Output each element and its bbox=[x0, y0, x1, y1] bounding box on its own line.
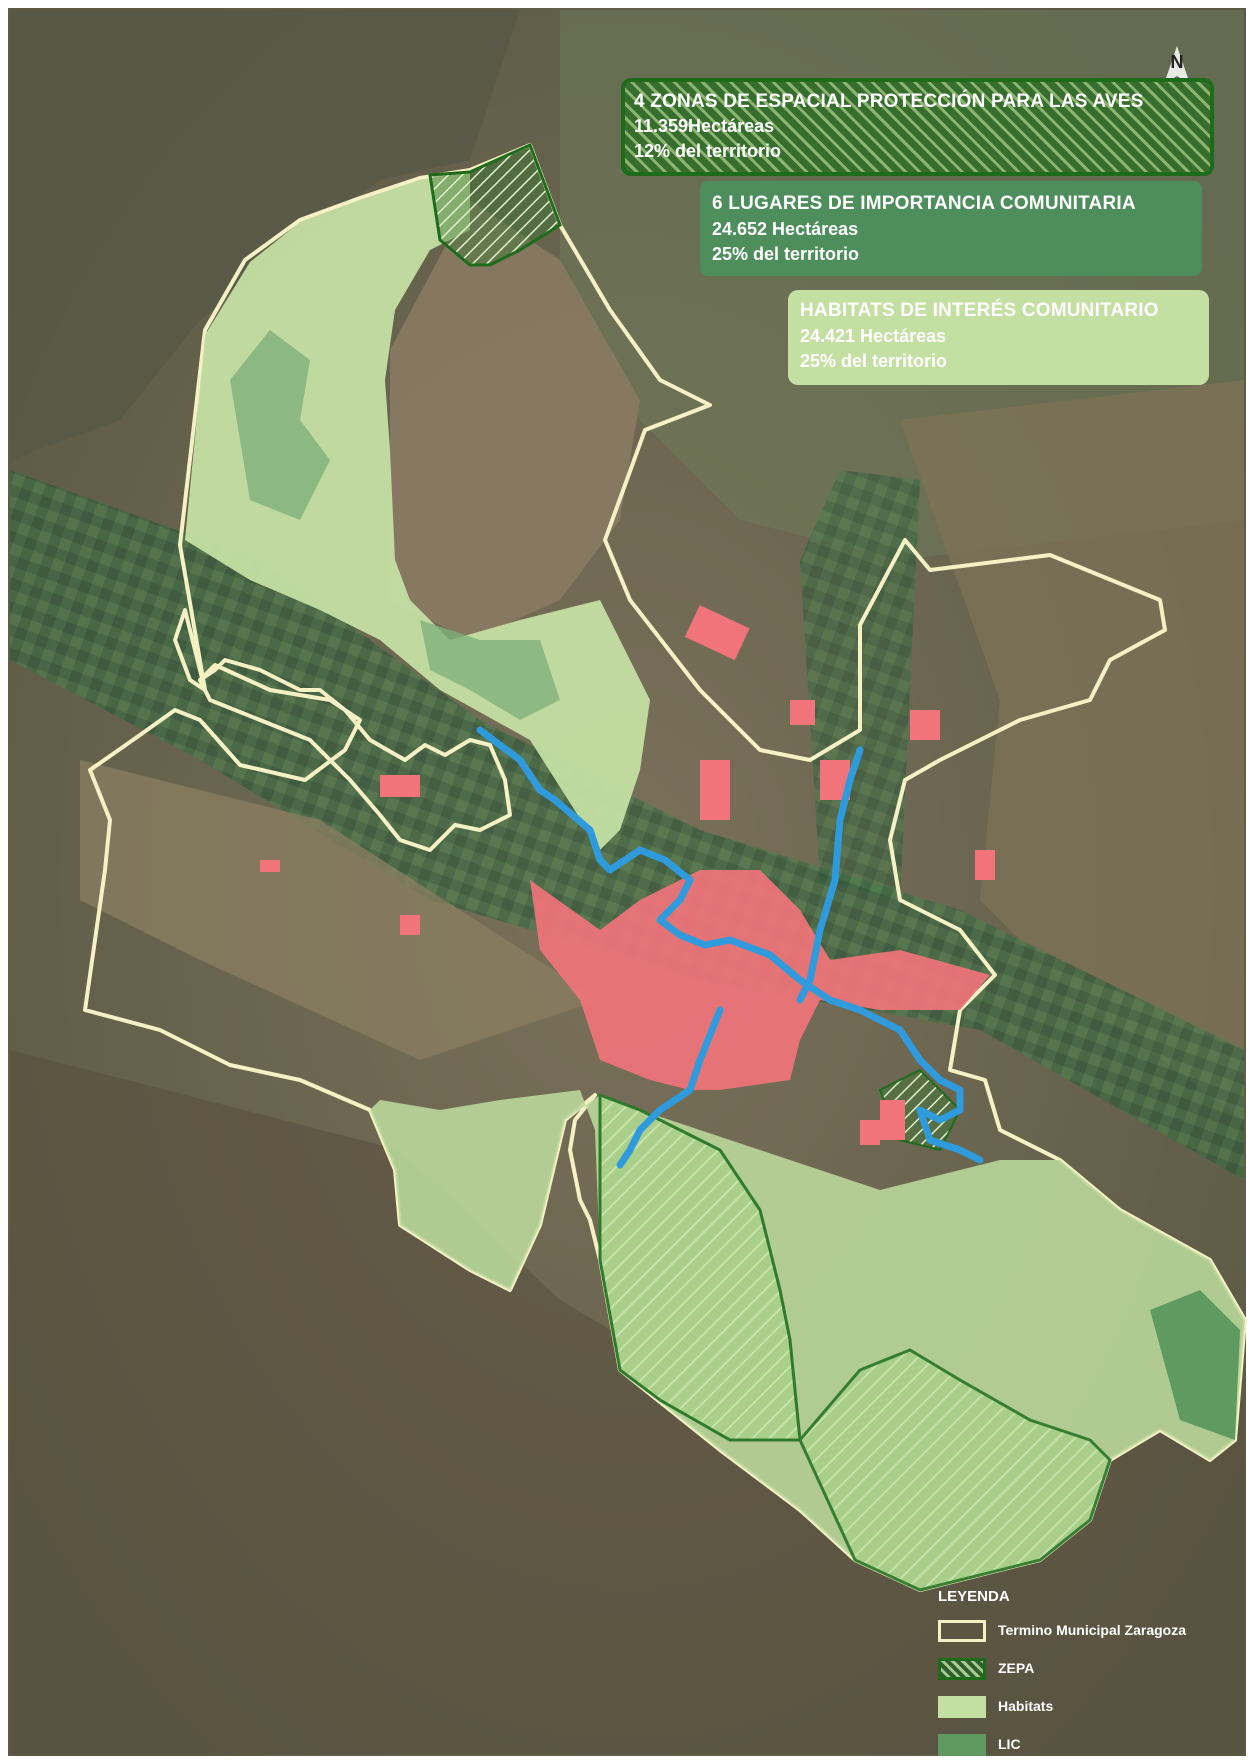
desert-north bbox=[390, 200, 640, 640]
habitats-share: 25% del territorio bbox=[800, 351, 948, 371]
lic-north-pattern bbox=[230, 330, 560, 720]
north-arrow-icon: N bbox=[1164, 46, 1190, 84]
urban-patch bbox=[910, 710, 940, 740]
north-label: N bbox=[1171, 52, 1184, 72]
lic-share: 25% del territorio bbox=[712, 244, 860, 264]
lic-info-panel: 6 LUGARES DE IMPORTANCIA COMUNITARIA 24.… bbox=[700, 181, 1202, 276]
urban-zaragoza bbox=[530, 870, 990, 1090]
urban-patch bbox=[684, 605, 750, 661]
urban-patch bbox=[260, 860, 280, 872]
terrain-dark-north bbox=[10, 10, 520, 460]
urban-patch bbox=[790, 700, 815, 725]
river-ebro bbox=[476, 726, 984, 1164]
habitats-info-panel: HABITATS DE INTERÉS COMUNITARIO 24.421 H… bbox=[788, 290, 1209, 385]
legend-label-habitats: Habitats bbox=[998, 1698, 1054, 1714]
zepa-info-panel: 4 ZONAS DE ESPACIAL PROTECCIÓN PARA LAS … bbox=[621, 78, 1214, 176]
legend-title: LEYENDA bbox=[938, 1588, 1010, 1605]
legend-swatch-zepa bbox=[938, 1658, 986, 1680]
urban-patch bbox=[880, 1100, 905, 1140]
urban-patch bbox=[860, 1120, 880, 1145]
plain-southwest bbox=[80, 760, 600, 1060]
zepa-share: 12% del territorio bbox=[634, 141, 782, 161]
lic-title: 6 LUGARES DE IMPORTANCIA COMUNITARIA bbox=[712, 193, 1136, 214]
legend-label-boundary: Termino Municipal Zaragoza bbox=[998, 1622, 1186, 1638]
urban-patch bbox=[380, 775, 420, 797]
zepa-title: 4 ZONAS DE ESPACIAL PROTECCIÓN PARA LAS … bbox=[634, 91, 1144, 112]
habitats-area: 24.421 Hectáreas bbox=[800, 326, 947, 346]
zepa-area: 11.359Hectáreas bbox=[634, 116, 775, 136]
lic-south-corner bbox=[1150, 1290, 1240, 1440]
municipal-boundary bbox=[83, 143, 1247, 1592]
river-gallego bbox=[796, 746, 864, 1004]
urban-patch bbox=[975, 850, 995, 880]
north-arrow: N bbox=[1160, 46, 1194, 86]
urban-patch bbox=[700, 760, 730, 820]
river-huerva bbox=[616, 1006, 724, 1169]
map-legend: LEYENDA Termino Municipal Zaragoza ZEPA … bbox=[930, 1580, 1250, 1764]
lic-area: 24.652 Hectáreas bbox=[712, 219, 859, 239]
legend-label-zepa: ZEPA bbox=[998, 1660, 1035, 1676]
lic-south-east bbox=[798, 1348, 1112, 1592]
legend-swatch-lic bbox=[938, 1734, 986, 1756]
urban-patch bbox=[400, 915, 420, 935]
legend-label-lic: LIC bbox=[998, 1736, 1021, 1752]
legend-swatch-habitats bbox=[938, 1696, 986, 1718]
habitats-title: HABITATS DE INTERÉS COMUNITARIO bbox=[800, 300, 1159, 321]
lic-south-hatched bbox=[598, 1092, 802, 1442]
legend-swatch-boundary bbox=[938, 1620, 986, 1642]
zepa-north bbox=[428, 142, 562, 267]
